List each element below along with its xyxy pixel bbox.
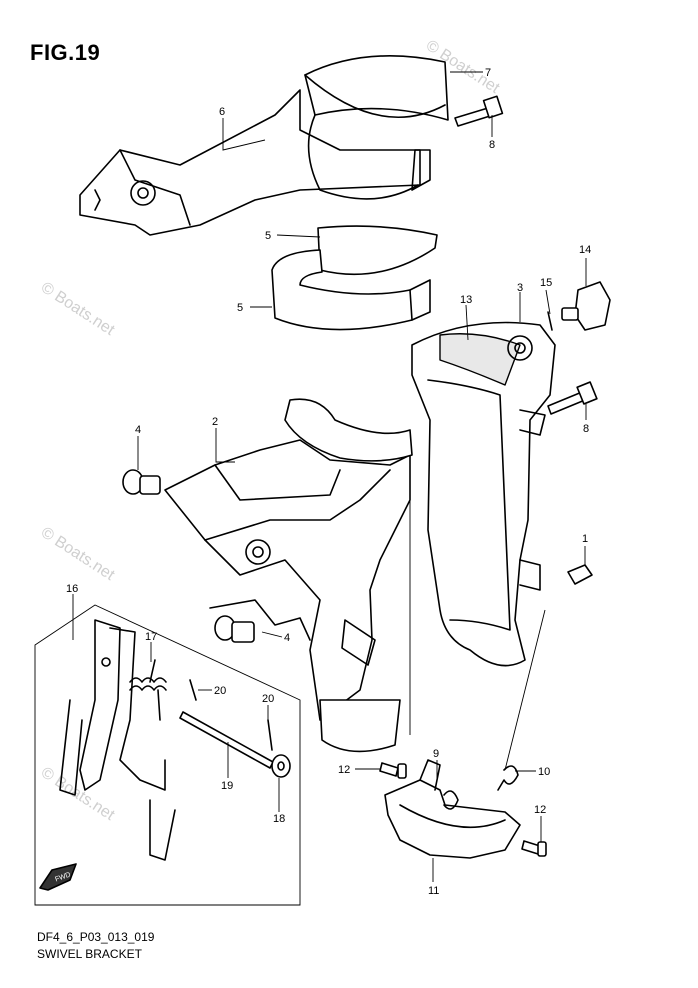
part-5-liners: [271, 225, 438, 331]
callout-17: 17: [145, 631, 157, 643]
callout-18: 18: [273, 813, 285, 825]
callout-12-left: 12: [338, 764, 350, 776]
callout-11: 11: [428, 885, 439, 897]
callout-7: 7: [485, 67, 491, 79]
callout-1: 1: [582, 533, 588, 545]
callout-8-upper: 8: [489, 139, 495, 151]
part-11-tilt-support: [384, 759, 521, 859]
part-8-bolt-upper: [454, 95, 504, 127]
part-4-grommet-upper: [122, 469, 161, 495]
part-3-swivel-bracket: [411, 321, 556, 667]
figure-title: FIG.19: [30, 40, 101, 65]
part-12-bolts: [379, 762, 547, 857]
callout-20-right: 20: [262, 693, 274, 705]
callout-13: 13: [460, 294, 472, 306]
part-14-knob: [561, 281, 611, 331]
callout-9: 9: [433, 748, 439, 760]
callout-6: 6: [219, 106, 225, 118]
part-16-tilt-lever: [59, 619, 176, 861]
callout-19: 19: [221, 780, 233, 792]
group-frames: [34, 500, 546, 906]
diagram-caption: SWIVEL BRACKET: [37, 947, 142, 961]
fwd-arrow: FWD: [39, 863, 77, 891]
part-18-washer: [271, 754, 291, 778]
part-20-pins: [189, 679, 273, 751]
watermark: © Boats.net: [38, 524, 118, 584]
callout-5-lower: 5: [237, 302, 243, 314]
callout-10: 10: [538, 766, 550, 778]
callout-20-left: 20: [214, 685, 226, 697]
callout-8-lower: 8: [583, 423, 589, 435]
leader-lines: [72, 71, 587, 882]
callout-5-upper: 5: [265, 230, 271, 242]
part-19-shaft: [179, 711, 274, 769]
callout-3: 3: [517, 282, 523, 294]
watermark: © Boats.net: [38, 279, 118, 339]
part-17-spring: [129, 659, 167, 721]
callout-4-upper: 4: [135, 424, 141, 436]
part-1-grease-fitting: [567, 564, 593, 585]
callouts: 6 7 8 5 5 13 3 15 14 8 4 2 4 1 16 17 20 …: [66, 67, 591, 897]
part-4-grommet-lower: [214, 615, 255, 643]
document-code: DF4_6_P03_013_019: [37, 930, 155, 944]
part-2-stern-bracket: [164, 398, 413, 753]
callout-15: 15: [540, 277, 552, 289]
callout-16: 16: [66, 583, 78, 595]
callout-4-lower: 4: [284, 632, 290, 644]
callout-2: 2: [212, 416, 218, 428]
callout-14: 14: [579, 244, 591, 256]
part-15-pin: [547, 311, 553, 331]
part-8-bolt-lower: [547, 381, 598, 415]
part-6-clamp-holder: [79, 55, 449, 236]
callout-12-right: 12: [534, 804, 546, 816]
